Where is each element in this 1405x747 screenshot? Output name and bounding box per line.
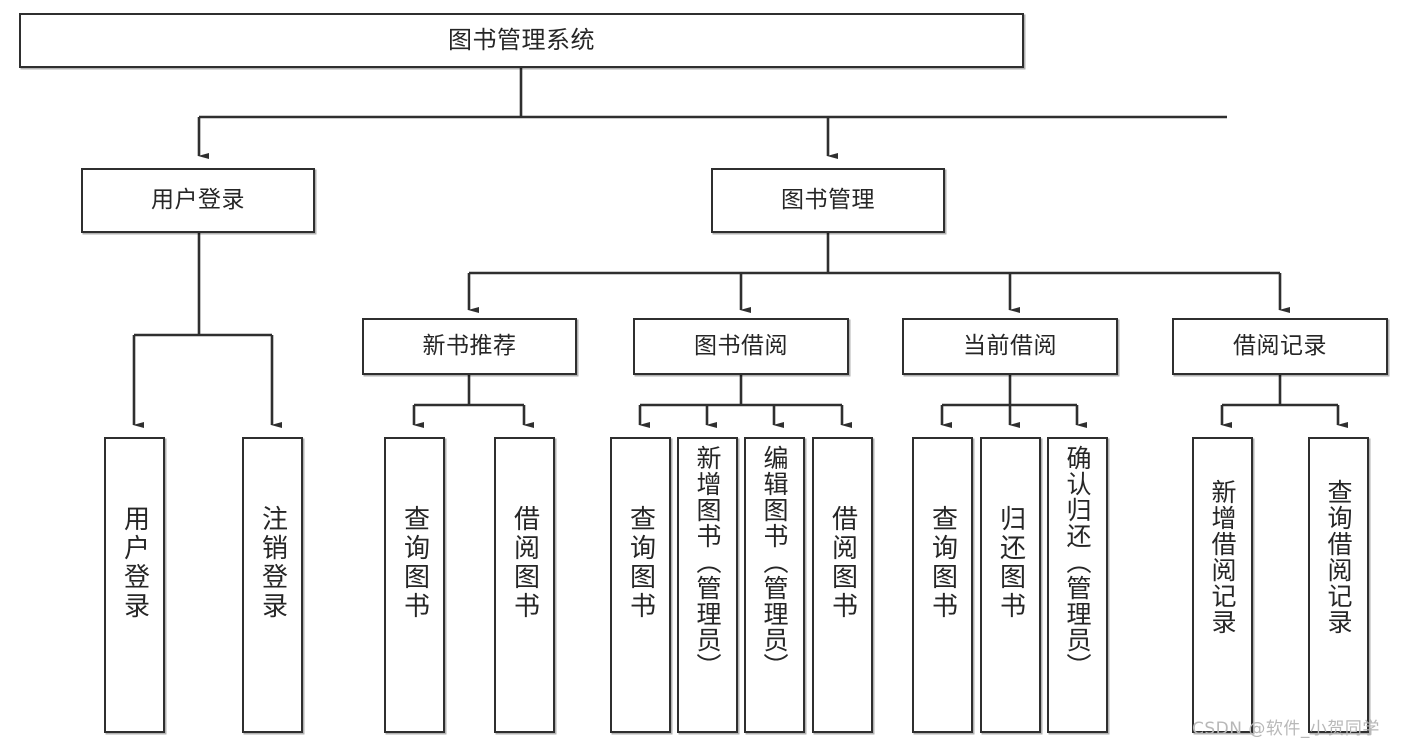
leaf-borrow-book[interactable]: 借阅图书 <box>812 437 873 733</box>
node-label: 新增图书（管理员） <box>693 445 722 679</box>
node-label: 新书推荐 <box>422 332 517 359</box>
leaf-query-book-current[interactable]: 查询图书 <box>912 437 973 733</box>
node-book-management-system[interactable]: 图书管理系统 <box>19 13 1024 68</box>
leaf-logout[interactable]: 注销登录 <box>242 437 303 733</box>
node-label: 图书管理系统 <box>448 26 595 55</box>
node-label: 用户登录 <box>119 505 150 621</box>
node-user-login[interactable]: 用户登录 <box>81 168 315 233</box>
node-current-borrow[interactable]: 当前借阅 <box>902 318 1118 375</box>
node-label: 查询图书 <box>927 505 958 621</box>
node-label: 图书管理 <box>781 186 875 213</box>
leaf-add-borrow-record[interactable]: 新增借阅记录 <box>1192 437 1253 733</box>
leaf-query-book-recommend[interactable]: 查询图书 <box>384 437 445 733</box>
node-label: 归还图书 <box>995 505 1026 621</box>
leaf-return-book[interactable]: 归还图书 <box>980 437 1041 733</box>
node-label: 用户登录 <box>151 186 245 213</box>
node-label: 借阅图书 <box>827 505 858 621</box>
node-label: 图书借阅 <box>694 332 788 359</box>
node-book-management[interactable]: 图书管理 <box>711 168 945 233</box>
node-label: 借阅图书 <box>509 505 540 621</box>
node-label: 查询图书 <box>625 505 656 621</box>
leaf-add-book-admin[interactable]: 新增图书（管理员） <box>677 437 738 733</box>
leaf-borrow-book-recommend[interactable]: 借阅图书 <box>494 437 555 733</box>
node-borrow-record[interactable]: 借阅记录 <box>1172 318 1388 375</box>
leaf-edit-book-admin[interactable]: 编辑图书（管理员） <box>744 437 805 733</box>
node-label: 查询图书 <box>399 505 430 621</box>
node-label: 借阅记录 <box>1233 332 1327 359</box>
leaf-confirm-return-admin[interactable]: 确认归还（管理员） <box>1047 437 1108 733</box>
node-label: 当前借阅 <box>963 332 1057 359</box>
node-label: 新增借阅记录 <box>1208 479 1237 635</box>
node-label: 注销登录 <box>257 505 288 621</box>
node-label: 查询借阅记录 <box>1324 479 1353 635</box>
node-label: 编辑图书（管理员） <box>760 445 789 679</box>
leaf-user-login[interactable]: 用户登录 <box>104 437 165 733</box>
node-book-borrow[interactable]: 图书借阅 <box>633 318 849 375</box>
csdn-watermark: CSDN @软件_小贺同学 <box>1192 719 1380 739</box>
node-new-book-recommend[interactable]: 新书推荐 <box>362 318 577 375</box>
leaf-query-borrow-record[interactable]: 查询借阅记录 <box>1308 437 1369 733</box>
leaf-query-book-borrow[interactable]: 查询图书 <box>610 437 671 733</box>
node-label: 确认归还（管理员） <box>1063 445 1092 679</box>
